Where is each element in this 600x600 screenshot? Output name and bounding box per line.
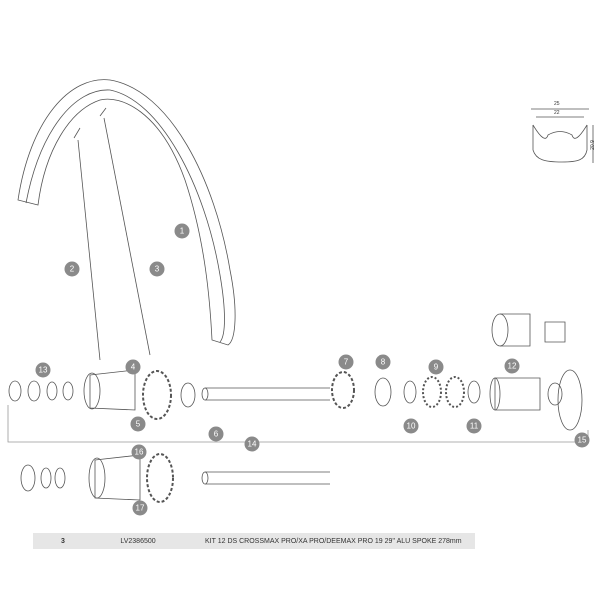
callout-7[interactable]: 7	[338, 354, 354, 370]
callout-2[interactable]: 2	[64, 261, 80, 277]
rear-hub-assembly	[7, 313, 589, 443]
callout-5[interactable]: 5	[130, 416, 146, 432]
callout-14[interactable]: 14	[244, 436, 260, 452]
callout-6[interactable]: 6	[208, 426, 224, 442]
callout-13[interactable]: 13	[35, 362, 51, 378]
callout-15[interactable]: 15	[574, 432, 590, 448]
front-hub-assembly	[20, 453, 330, 503]
callout-11[interactable]: 11	[466, 418, 482, 434]
parts-table-row: 3 LV2386500 KIT 12 DS CROSSMAX PRO/XA PR…	[33, 533, 475, 549]
callout-10[interactable]: 10	[403, 418, 419, 434]
callout-12[interactable]: 12	[504, 358, 520, 374]
part-reference: LV2386500	[120, 537, 156, 545]
spokes	[73, 107, 151, 361]
rim-height-label: 20.9	[589, 140, 596, 150]
rim-outer-width-label: 25	[554, 101, 560, 107]
callout-17[interactable]: 17	[132, 500, 148, 516]
part-description: KIT 12 DS CROSSMAX PRO/XA PRO/DEEMAX PRO…	[205, 537, 462, 545]
callout-4[interactable]: 4	[125, 359, 141, 375]
part-qty: 3	[61, 537, 65, 545]
callout-8[interactable]: 8	[375, 354, 391, 370]
rim-profile	[531, 108, 594, 163]
callout-9[interactable]: 9	[428, 359, 444, 375]
callout-3[interactable]: 3	[149, 261, 165, 277]
callout-16[interactable]: 16	[131, 444, 147, 460]
rim-inner-width-label: 22	[554, 110, 560, 116]
rim	[17, 79, 236, 346]
callout-1[interactable]: 1	[174, 223, 190, 239]
